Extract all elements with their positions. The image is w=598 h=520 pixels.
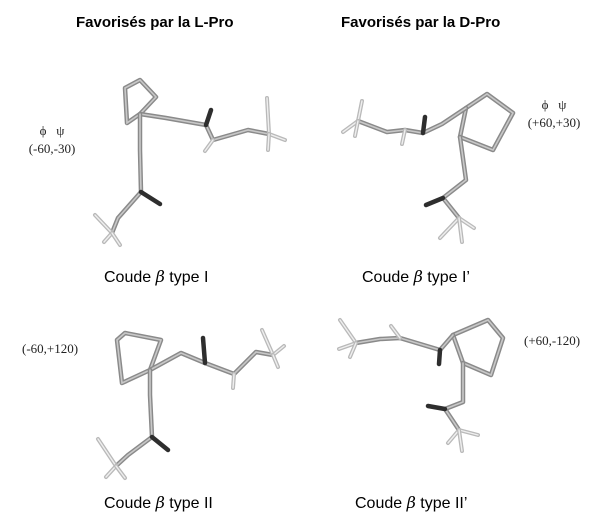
phi-psi-symbols: ϕ ψ xyxy=(39,123,65,138)
caption-type-II: Coude β type II xyxy=(104,493,213,512)
pyrrolidine-ring xyxy=(450,317,506,378)
hydrogens xyxy=(96,328,286,480)
header-l-pro: Favorisés par la L-Pro xyxy=(76,14,234,31)
hydrogens xyxy=(93,96,287,247)
angle-values: (-60,-30) xyxy=(28,141,76,156)
beta-symbol: β xyxy=(155,493,165,512)
angle-label-type-II: (-60,+120) xyxy=(22,341,79,356)
pyrrolidine-ring xyxy=(114,330,164,386)
caption-type-I-prime: Coude β type I’ xyxy=(362,267,470,286)
backbone xyxy=(355,105,469,221)
carbonyl-groups xyxy=(425,347,448,412)
beta-symbol: β xyxy=(406,493,416,512)
beta-symbol: β xyxy=(155,267,165,286)
angle-label-type-I-prime: ϕ ψ (+60,+30) xyxy=(524,96,584,132)
carbonyl-groups xyxy=(149,335,208,453)
beta-symbol: β xyxy=(413,267,423,286)
backbone xyxy=(353,332,466,433)
angle-label-type-I: ϕ ψ (-60,-30) xyxy=(28,122,76,158)
pyrrolidine-ring xyxy=(122,77,159,126)
carbonyl-groups xyxy=(138,107,214,207)
caption-type-II-prime: Coude β type II’ xyxy=(355,493,468,512)
hydrogens xyxy=(337,318,480,453)
angle-label-type-II-prime: (+60,-120) xyxy=(524,333,581,348)
angle-values: (+60,+30) xyxy=(527,115,581,130)
phi-psi-symbols: ϕ ψ xyxy=(541,97,567,112)
pyrrolidine-ring xyxy=(457,91,516,153)
carbonyl-groups xyxy=(420,114,446,208)
hydrogens xyxy=(341,99,476,244)
caption-type-I: Coude β type I xyxy=(104,267,209,286)
header-d-pro: Favorisés par la D-Pro xyxy=(341,14,501,31)
